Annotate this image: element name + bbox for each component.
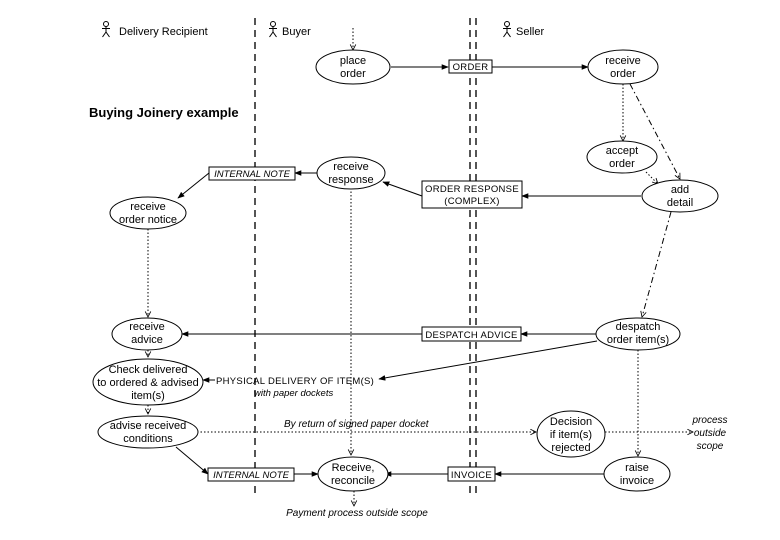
node-raise-invoice: raise invoice — [603, 456, 671, 492]
node-line: Check delivered — [109, 364, 188, 376]
doc-internal-note-1: INTERNAL NOTE — [208, 166, 296, 181]
node-line: raise — [625, 462, 649, 474]
node-line: add — [671, 184, 689, 196]
annotation-line: outside — [694, 428, 727, 439]
annotation-process-outside-scope: process outside scope — [691, 415, 727, 452]
node-line: order — [609, 158, 635, 170]
node-place-order: place order — [315, 49, 391, 85]
actor-delivery-recipient: Delivery Recipient — [102, 21, 208, 38]
doc-label: PHYSICAL DELIVERY OF ITEM(S) — [216, 376, 374, 387]
doc-order: ORDER — [448, 59, 493, 74]
node-line: detail — [667, 197, 693, 209]
node-line: item(s) — [131, 390, 165, 402]
node-check-delivered: Check delivered to ordered & advised ite… — [92, 358, 204, 406]
node-add-detail: add detail — [641, 179, 719, 213]
doc-sublabel: with paper dockets — [254, 388, 333, 399]
node-line: order — [610, 68, 636, 80]
node-receive-advice: receive advice — [111, 317, 183, 351]
doc-label: (COMPLEX) — [444, 196, 499, 207]
node-line: to ordered & advised — [97, 377, 199, 389]
node-line: receive — [130, 201, 165, 213]
node-line: conditions — [123, 433, 173, 445]
node-line: advice — [131, 334, 163, 346]
node-line: rejected — [551, 442, 590, 454]
node-line: despatch — [616, 321, 661, 333]
doc-label: ORDER — [453, 62, 489, 73]
annotation-signed-docket: By return of signed paper docket — [284, 419, 430, 430]
node-despatch-items: despatch order item(s) — [595, 317, 681, 351]
node-line: order — [340, 68, 366, 80]
annotation-line: process — [691, 415, 727, 426]
node-receive-response: receive response — [316, 156, 386, 190]
edge-advise-to-internal-note — [175, 446, 209, 475]
node-line: invoice — [620, 475, 654, 487]
node-line: if item(s) — [550, 429, 592, 441]
stick-figure-icon — [102, 21, 110, 38]
edge-accept-to-add-detail — [645, 171, 658, 184]
doc-internal-note-2: INTERNAL NOTE — [207, 467, 295, 482]
node-accept-order: accept order — [586, 140, 658, 174]
actor-label: Seller — [516, 26, 544, 38]
stick-figure-icon — [503, 21, 511, 38]
actor-seller: Seller — [503, 21, 544, 38]
node-line: response — [328, 174, 373, 186]
node-line: order notice — [119, 214, 177, 226]
node-line: receive — [333, 161, 368, 173]
doc-order-response: ORDER RESPONSE (COMPLEX) — [421, 180, 523, 209]
node-line: accept — [606, 145, 638, 157]
annotation-line: scope — [697, 441, 724, 452]
node-line: receive — [605, 55, 640, 67]
doc-label: ORDER RESPONSE — [425, 184, 519, 195]
edge-internal-note-to-order-notice — [177, 172, 210, 199]
node-line: receive — [129, 321, 164, 333]
node-line: advise received — [110, 420, 186, 432]
doc-label: DESPATCH ADVICE — [425, 330, 517, 341]
actor-label: Buyer — [282, 26, 311, 38]
node-decision: Decision if item(s) rejected — [536, 410, 606, 458]
node-receive-reconcile: Receive, reconcile — [317, 456, 389, 492]
node-advise-conditions: advise received conditions — [97, 415, 199, 449]
node-line: order item(s) — [607, 334, 669, 346]
node-receive-order: receive order — [587, 49, 659, 85]
annotation-payment-outside-scope: Payment process outside scope — [286, 508, 428, 519]
edge-despatch-to-physical-delivery — [378, 340, 598, 381]
doc-despatch-advice: DESPATCH ADVICE — [421, 326, 522, 342]
edge-add-detail-to-despatch — [642, 211, 672, 317]
node-receive-order-notice: receive order notice — [109, 196, 187, 230]
node-line: place — [340, 55, 366, 67]
doc-physical-delivery: PHYSICAL DELIVERY OF ITEM(S) with paper … — [216, 376, 374, 399]
node-line: Receive, — [332, 462, 375, 474]
actor-label: Delivery Recipient — [119, 26, 208, 38]
doc-invoice: INVOICE — [447, 466, 496, 482]
edge-order-response-to-receive-response — [382, 181, 423, 197]
doc-label: INTERNAL NOTE — [213, 470, 290, 481]
diagram-title: Buying Joinery example — [89, 105, 239, 120]
doc-label: INTERNAL NOTE — [214, 169, 291, 180]
stick-figure-icon — [269, 21, 277, 38]
node-line: Decision — [550, 416, 592, 428]
doc-label: INVOICE — [451, 470, 492, 481]
edge-receive-to-add-detail — [629, 83, 681, 179]
actor-buyer: Buyer — [269, 21, 311, 38]
node-line: reconcile — [331, 475, 375, 487]
